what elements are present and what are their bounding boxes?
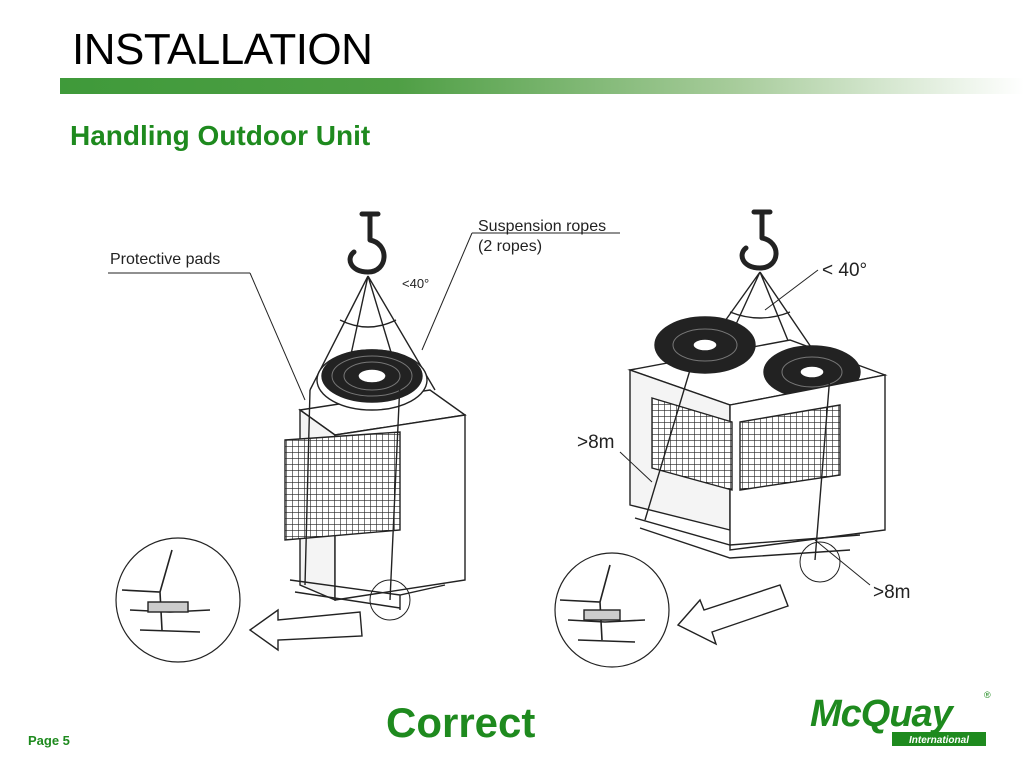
- slide-subtitle: Handling Outdoor Unit: [70, 120, 371, 151]
- svg-text:McQuay: McQuay: [810, 693, 955, 735]
- angle-label-left: <40°: [402, 276, 429, 291]
- crane-hook-icon: [347, 211, 387, 275]
- title-underline-bar: [60, 78, 1024, 94]
- verdict-label: Correct: [386, 699, 536, 746]
- two-ropes-label: (2 ropes): [478, 238, 542, 255]
- crane-hook-icon: [739, 209, 779, 271]
- single-unit-illustration: [108, 211, 620, 663]
- svg-text:International: International: [909, 735, 969, 746]
- distance-label-right: >8m: [873, 582, 911, 603]
- suspension-ropes-label: Suspension ropes: [478, 218, 606, 235]
- double-unit-illustration: [554, 209, 888, 668]
- angle-label-right: < 40°: [822, 260, 867, 281]
- protective-pads-label: Protective pads: [110, 251, 220, 268]
- distance-label-left: >8m: [577, 432, 615, 453]
- mcquay-logo: McQuay ® International: [810, 690, 991, 746]
- outdoor-unit-handling-diagram: Protective pads Suspension ropes (2 rope…: [108, 209, 911, 668]
- svg-text:®: ®: [984, 690, 991, 700]
- page-number: Page 5: [28, 733, 70, 748]
- slide-title: INSTALLATION: [72, 25, 373, 74]
